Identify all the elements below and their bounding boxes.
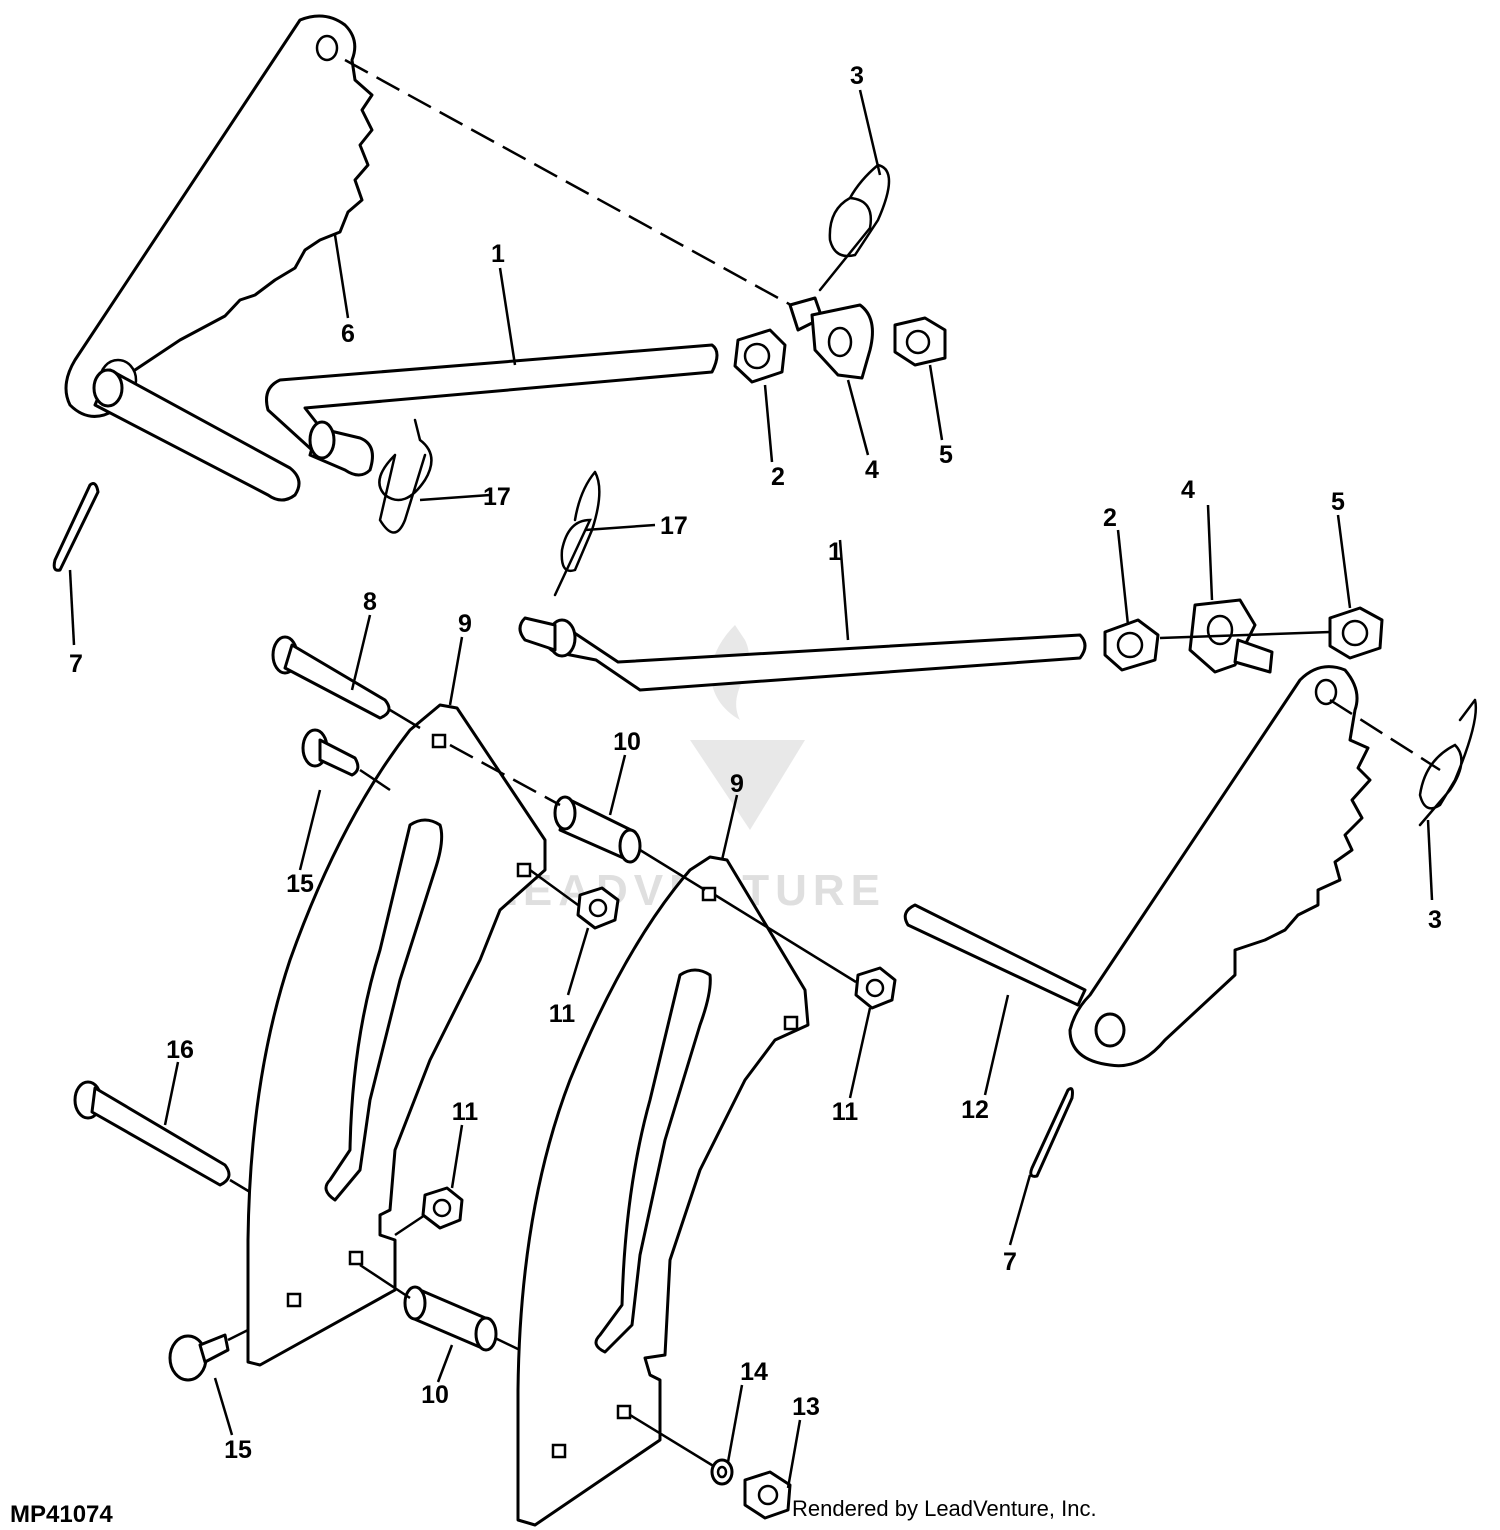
spacer-upper: [553, 795, 642, 864]
axis-spacer-upper: [449, 743, 561, 807]
callout-6: 6: [341, 320, 355, 348]
axis-bolt-15-upper: [359, 768, 391, 792]
lock-nut: [743, 1470, 792, 1520]
hairpin-clip-upper: [378, 418, 433, 534]
hairpin-clip-lower: [553, 470, 601, 597]
hex-nut-upper: [733, 328, 787, 384]
mounting-plate-right: [516, 855, 810, 1527]
swivel-block-upper: [788, 296, 874, 380]
bolt-15-upper: [301, 728, 360, 777]
lift-rod-upper: [265, 343, 719, 477]
callout-12: 12: [961, 1096, 989, 1124]
swivel-block-lower: [1188, 598, 1274, 674]
callout-10-upper: 10: [613, 728, 641, 756]
hairpin-clip-right: [1418, 698, 1478, 827]
mounting-plate-left: [246, 703, 547, 1367]
lift-arm-left: [64, 14, 374, 418]
axis-spacer-upper-2: [639, 848, 706, 892]
axis-bolt-16: [229, 1178, 251, 1194]
flange-nut-3: [421, 1186, 464, 1230]
callout-17-upper: 17: [483, 483, 511, 511]
callout-9-right: 9: [730, 770, 744, 798]
callout-5-upper: 5: [939, 441, 953, 469]
callout-3-upper: 3: [850, 62, 864, 90]
figure-id: MP41074: [10, 1501, 113, 1528]
callouts: 1 1 2 2 3 3 4 4 5 5 6 7 7 8 9 9 10 10 11…: [69, 62, 1442, 1464]
callout-10-lower: 10: [421, 1381, 449, 1409]
hairpin-clip-upper-3: [818, 163, 891, 292]
axis-spacer-lower: [359, 1263, 411, 1300]
leader-lines: [68, 89, 1434, 1489]
flange-nut-2: [854, 966, 897, 1010]
callout-13: 13: [792, 1393, 820, 1421]
callout-16: 16: [166, 1036, 194, 1064]
axis-spacer-lower-2: [494, 1336, 521, 1352]
callout-2-lower: 2: [1103, 504, 1117, 532]
callout-8: 8: [363, 588, 377, 616]
jam-nut-upper: [893, 316, 947, 367]
render-credit: Rendered by LeadVenture, Inc.: [792, 1496, 1097, 1521]
axle-pin-left: [92, 368, 301, 502]
cotter-pin-right: [1029, 1087, 1074, 1178]
callout-7-right: 7: [1003, 1248, 1017, 1276]
alignment-line-upper: [344, 58, 801, 312]
lock-washer: [710, 1458, 734, 1486]
callout-14: 14: [740, 1358, 768, 1386]
spacer-lower: [403, 1285, 498, 1352]
alignment-line-lower: [1159, 630, 1331, 640]
cotter-pin-left: [52, 482, 100, 572]
callout-1-lower: 1: [828, 538, 842, 566]
callout-4-lower: 4: [1181, 476, 1195, 504]
axis-nut-2: [714, 893, 857, 984]
callout-7-left: 7: [69, 650, 83, 678]
callout-17-lower: 17: [660, 512, 688, 540]
lift-rod-lower: [518, 616, 1087, 692]
axis-washer-nut: [629, 1413, 721, 1472]
callout-2-upper: 2: [771, 463, 785, 491]
axle-pin-right: [903, 903, 1087, 1007]
callout-15-upper: 15: [286, 870, 314, 898]
callout-4-upper: 4: [865, 456, 879, 484]
bolt-16: [73, 1080, 231, 1187]
callout-11-c: 11: [452, 1098, 479, 1126]
callout-3-right: 3: [1428, 906, 1442, 934]
axis-nut-1: [529, 868, 579, 907]
callout-9-left: 9: [458, 610, 472, 638]
callout-11-a: 11: [549, 1000, 576, 1028]
callout-5-lower: 5: [1331, 488, 1345, 516]
axis-nut-3: [394, 1213, 426, 1237]
axis-bolt-15-lower: [227, 1328, 249, 1342]
lift-arm-right: [1068, 665, 1372, 1068]
callout-15-lower: 15: [224, 1436, 252, 1464]
callout-11-b: 11: [832, 1098, 859, 1126]
callout-1-upper: 1: [491, 240, 505, 268]
hex-nut-lower: [1103, 618, 1160, 672]
jam-nut-lower: [1328, 606, 1384, 660]
flange-nut-1: [576, 886, 620, 930]
bolt-8: [271, 635, 391, 720]
bolt-15-lower: [168, 1333, 230, 1382]
axis-bolt-8: [389, 708, 421, 730]
alignment-line-right: [1329, 698, 1441, 772]
